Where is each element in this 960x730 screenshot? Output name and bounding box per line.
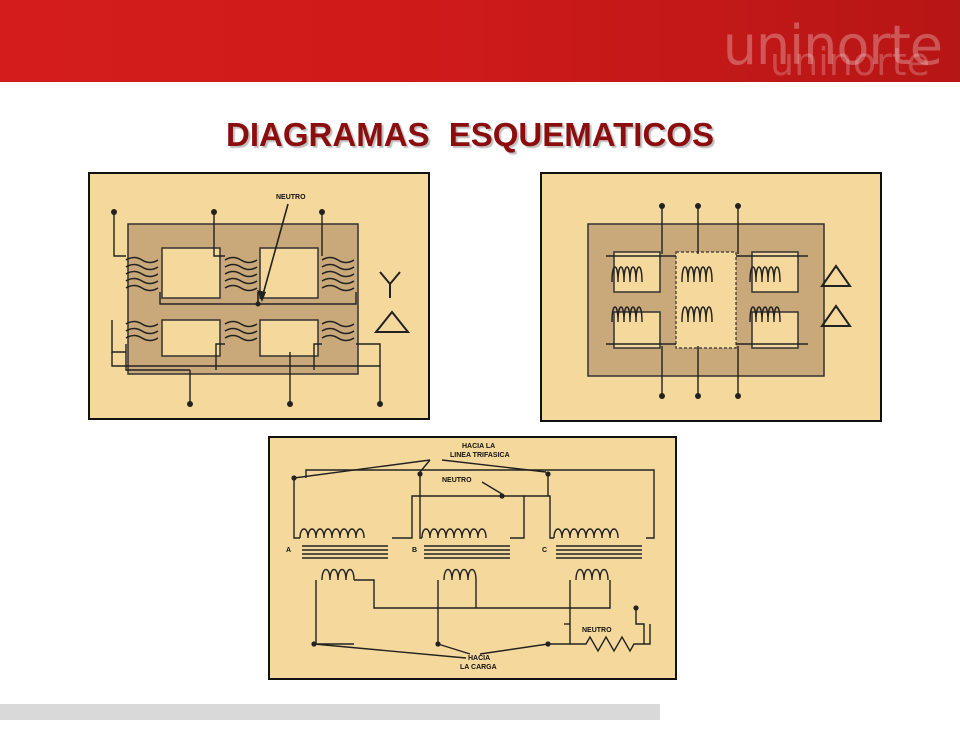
line-label-2: LINEA TRIFASICA [450,452,510,459]
three-phase-schematic: HACIA LA LINEA TRIFASICA NEUTRO [286,443,655,671]
delta-symbol-icon [820,264,852,287]
page-title: DIAGRAMAS ESQUEMATICOS [226,116,714,153]
diagram-panel-delta-delta [540,172,882,422]
footer-bar [0,704,660,720]
brand-logo-echo: uninorte [770,40,930,84]
y-delta-diagram: NEUTRO [111,194,411,407]
brand-logo: uninorte [722,14,943,77]
load-label-1: HACIA [468,655,490,662]
line-label-1: HACIA LA [462,443,495,450]
neutral-label-bottom: NEUTRO [582,627,612,634]
neutral-label-top: NEUTRO [442,477,472,484]
delta-symbol-icon [373,310,411,333]
diagram-panel-three-phase: HACIA LA LINEA TRIFASICA NEUTRO [268,436,677,680]
phase-a-label: A [286,547,291,554]
delta-delta-diagram [587,203,852,399]
phase-c-label: C [542,547,547,554]
diagram-panel-y-delta: NEUTRO [88,172,430,420]
phase-b-label: B [412,547,417,554]
neutral-label: NEUTRO [276,194,306,201]
side-watermark: uninorte [956,494,960,730]
delta-symbol-icon [820,304,852,327]
header-banner: uninorte uninorte [0,0,960,84]
wye-symbol-icon [379,271,401,298]
load-label-2: LA CARGA [460,664,497,671]
